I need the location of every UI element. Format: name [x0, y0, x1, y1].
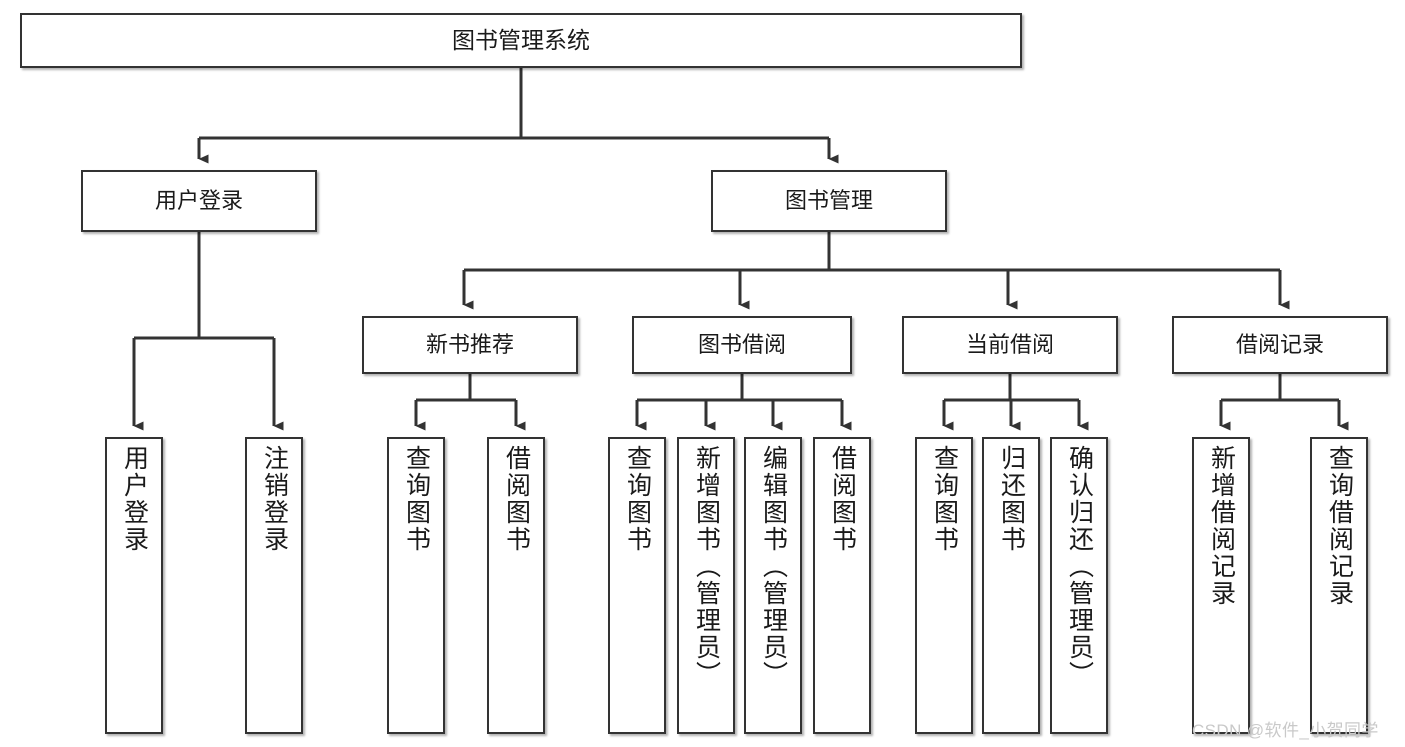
node-borrow-record-label: 借阅记录 [1235, 332, 1324, 358]
node-borrow-record[interactable]: 借阅记录 [1172, 316, 1388, 374]
node-leaf-bb-edit[interactable]: 编辑图书（管理员） [744, 437, 802, 734]
node-leaf-cb-query-label: 查询图书 [930, 445, 959, 553]
node-leaf-bb-add[interactable]: 新增图书（管理员） [677, 437, 735, 734]
csdn-watermark: CSDN @软件_小贺同学 [1192, 721, 1379, 740]
node-leaf-bb-edit-label: 编辑图书（管理员） [759, 445, 788, 688]
node-user-login[interactable]: 用户登录 [81, 170, 317, 232]
node-leaf-bb-borrow-label: 借阅图书 [828, 445, 857, 553]
node-leaf-bb-query[interactable]: 查询图书 [608, 437, 666, 734]
node-leaf-rec-borrow[interactable]: 借阅图书 [487, 437, 545, 734]
node-leaf-br-query-label: 查询借阅记录 [1325, 445, 1354, 607]
node-root-label: 图书管理系统 [452, 26, 590, 53]
node-user-login-label: 用户登录 [154, 188, 243, 214]
node-leaf-cb-confirm[interactable]: 确认归还（管理员） [1050, 437, 1108, 734]
node-leaf-rec-borrow-label: 借阅图书 [502, 445, 531, 553]
node-leaf-bb-add-label: 新增图书（管理员） [692, 445, 721, 688]
node-leaf-cb-confirm-label: 确认归还（管理员） [1065, 445, 1094, 688]
node-leaf-user-logout-label: 注销登录 [260, 445, 289, 553]
node-leaf-cb-query[interactable]: 查询图书 [915, 437, 973, 734]
node-leaf-user-logout[interactable]: 注销登录 [245, 437, 303, 734]
node-leaf-br-add-label: 新增借阅记录 [1207, 445, 1236, 607]
node-root[interactable]: 图书管理系统 [20, 13, 1022, 68]
node-leaf-rec-query-label: 查询图书 [402, 445, 431, 553]
node-leaf-br-add[interactable]: 新增借阅记录 [1192, 437, 1250, 734]
node-leaf-cb-return[interactable]: 归还图书 [982, 437, 1040, 734]
node-book-borrow-label: 图书借阅 [697, 332, 786, 358]
node-book-borrow[interactable]: 图书借阅 [632, 316, 852, 374]
node-leaf-br-query[interactable]: 查询借阅记录 [1310, 437, 1368, 734]
node-leaf-cb-return-label: 归还图书 [997, 445, 1026, 553]
node-leaf-bb-borrow[interactable]: 借阅图书 [813, 437, 871, 734]
node-leaf-rec-query[interactable]: 查询图书 [387, 437, 445, 734]
node-book-manage[interactable]: 图书管理 [711, 170, 947, 232]
node-current-borrow[interactable]: 当前借阅 [902, 316, 1118, 374]
node-leaf-user-login-label: 用户登录 [120, 445, 149, 553]
node-current-borrow-label: 当前借阅 [965, 332, 1054, 358]
node-leaf-user-login[interactable]: 用户登录 [105, 437, 163, 734]
node-leaf-bb-query-label: 查询图书 [623, 445, 652, 553]
node-new-book-rec[interactable]: 新书推荐 [362, 316, 578, 374]
node-new-book-rec-label: 新书推荐 [425, 332, 514, 358]
node-book-manage-label: 图书管理 [784, 188, 873, 214]
